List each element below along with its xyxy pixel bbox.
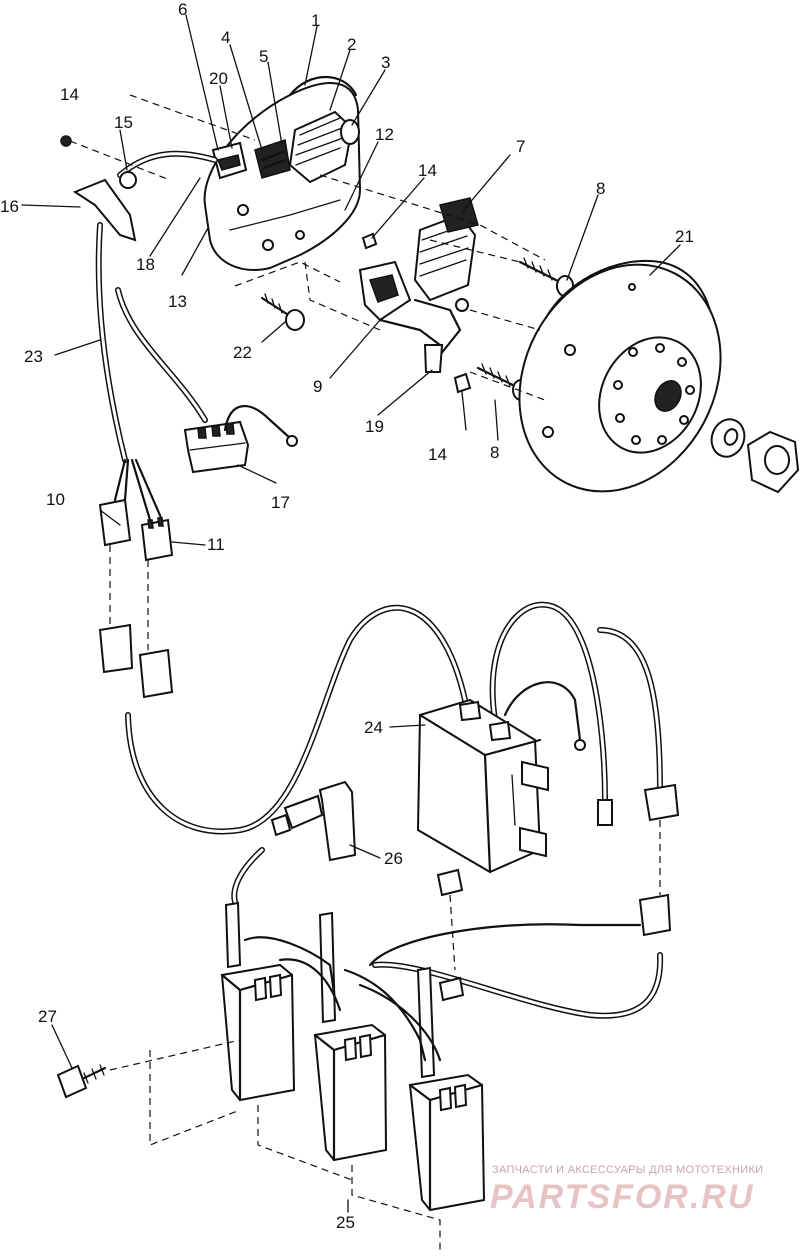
rectifier-17 [183,404,298,474]
washer [710,418,746,458]
screw-22 [260,293,305,331]
callout-4: 4 [221,28,230,47]
grommet-16 [72,178,137,242]
callout-10: 10 [46,490,65,509]
callout-14-low: 14 [428,445,447,464]
spacer-24 [436,868,464,897]
callout-15: 15 [114,113,133,132]
assembly-lines [69,94,661,1250]
callout-20: 20 [209,69,228,88]
nut [746,430,800,494]
lighting-coil [413,197,479,373]
charge-coil [358,260,442,347]
callout-3: 3 [381,53,390,72]
callout-19: 19 [365,417,384,436]
harness-23 [95,150,218,522]
screw-14-low [453,372,472,394]
callout-9: 9 [313,377,322,396]
connector-11 [140,517,174,562]
callout-27: 27 [38,1007,57,1026]
connector-10 [98,498,132,547]
stator-coil [254,110,360,184]
coil-wiring [243,936,442,1062]
callout-17: 17 [271,493,290,512]
callout-11: 11 [207,535,225,554]
callout-12: 12 [375,125,394,144]
pickup-coil [211,141,248,180]
callout-14-top: 14 [60,85,79,104]
clamp-15 [119,171,137,189]
callout-25: 25 [336,1213,355,1232]
leader-lines [21,14,681,1069]
callout-24: 24 [364,718,383,737]
callout-22: 22 [233,343,252,362]
callout-2: 2 [347,35,356,54]
clip [438,976,465,1002]
callout-21: 21 [675,227,694,246]
watermark-brand: PARTSFOR.RU [490,1178,755,1216]
callout-23: 23 [24,347,43,366]
callout-8-lower: 8 [490,443,499,462]
callout-6: 6 [178,0,187,19]
plug-cap-26 [231,780,357,908]
cdi-unit-24 [416,698,549,874]
callout-5: 5 [259,47,268,66]
callout-14-mid: 14 [418,161,437,180]
ignition-coil-right [408,966,486,1212]
watermark-tagline: ЗАПЧАСТИ И АКСЕССУАРЫ ДЛЯ МОТОТЕХНИКИ [492,1164,764,1176]
ignition-coil-left [220,901,296,1102]
callout-26: 26 [384,849,403,868]
ignition-coil-mid [313,911,388,1162]
connector-pair-lower [98,623,174,699]
callout-1: 1 [311,11,320,30]
callout-7: 7 [516,137,525,156]
screw-14-top [60,135,72,147]
callouts: 1 2 3 4 5 6 7 8 8 9 10 11 12 13 14 14 14… [0,0,694,1232]
screw-8-upper [518,257,574,297]
callout-16: 16 [0,197,19,216]
bolt-27 [56,1064,107,1099]
flywheel [518,259,722,493]
callout-8-upper: 8 [596,179,605,198]
callout-18: 18 [136,255,155,274]
callout-13: 13 [168,292,187,311]
cdi-harness [125,601,680,1019]
